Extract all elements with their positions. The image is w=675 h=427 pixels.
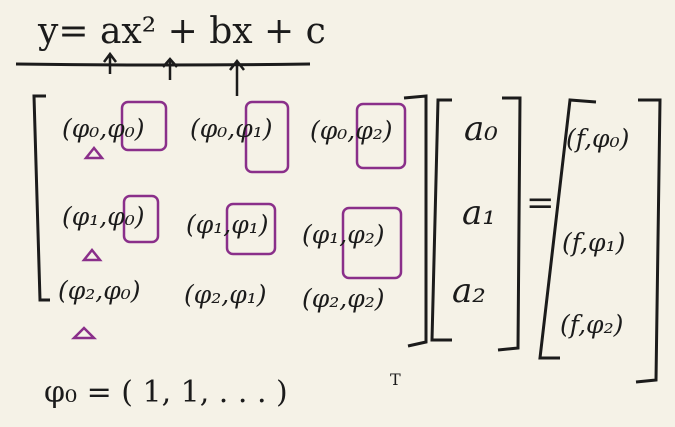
rhs-f-phi1: (f,φ₁) xyxy=(562,228,626,257)
coef-a2: a₂ xyxy=(452,271,486,311)
matrix-cell-10: (φ₁,φ₀) xyxy=(62,202,145,231)
quadratic-equation: y= ax² + bx + c xyxy=(38,11,326,52)
matrix-cell-21: (φ₂,φ₁) xyxy=(184,280,267,309)
matrix-cell-00: (φ₀,φ₀) xyxy=(62,114,145,143)
coef-a1: a₁ xyxy=(462,193,496,233)
rhs-right-bracket xyxy=(635,98,662,384)
equation-underline xyxy=(15,62,311,67)
coef-left-bracket xyxy=(430,98,452,342)
matrix-cell-20: (φ₂,φ₀) xyxy=(58,276,141,305)
equals-sign: = xyxy=(526,183,555,223)
matrix-cell-12: (φ₁,φ₂) xyxy=(302,220,385,249)
matrix-right-bracket xyxy=(403,94,428,348)
matrix-cell-22: (φ₂,φ₂) xyxy=(302,284,385,313)
matrix-cell-11: (φ₁,φ₁) xyxy=(186,210,269,239)
phi0-definition: φ₀ = ( 1, 1, . . . ) xyxy=(44,375,288,410)
transpose-mark: T xyxy=(390,370,401,389)
rhs-f-phi0: (f,φ₀) xyxy=(566,124,630,153)
coef-a0: a₀ xyxy=(464,109,498,149)
rhs-left-bracket xyxy=(538,98,597,360)
arrow-icons xyxy=(103,51,245,96)
coef-right-bracket xyxy=(497,96,522,352)
rhs-f-phi2: (f,φ₂) xyxy=(560,310,624,339)
matrix-left-bracket xyxy=(32,94,50,302)
matrix-cell-01: (φ₀,φ₁) xyxy=(190,114,273,143)
matrix-cell-02: (φ₀,φ₂) xyxy=(310,116,393,145)
triangle-markers xyxy=(70,145,105,340)
highlight-boxes xyxy=(120,100,407,280)
